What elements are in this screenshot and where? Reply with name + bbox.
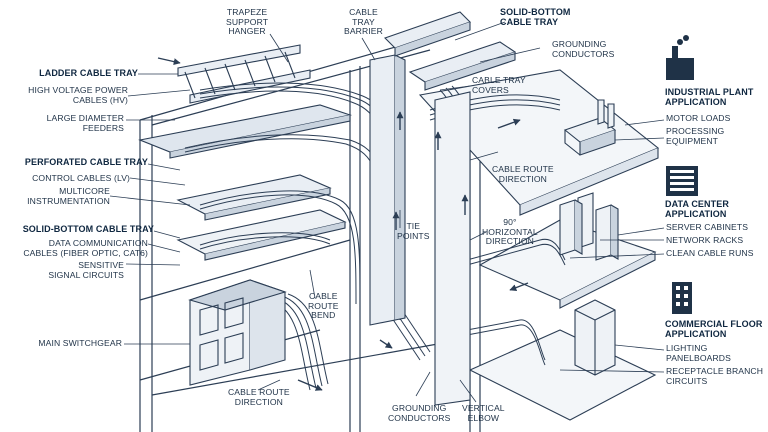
cable-tray-covers — [383, 11, 517, 91]
label-ladder-cable-tray: LADDER CABLE TRAY — [39, 68, 138, 78]
label-solid-bottom-left: SOLID-BOTTOM CABLE TRAY — [22, 224, 154, 234]
label-network-racks: NETWORK RACKS — [666, 235, 744, 245]
server-cabinets-drawing — [559, 192, 619, 261]
server-rack-icon — [666, 166, 698, 196]
main-switchgear-cabinets — [188, 279, 287, 386]
vertical-riser — [369, 54, 471, 406]
direction-arrows — [157, 57, 529, 391]
processing-equipment-drawing — [563, 99, 617, 156]
label-motor-loads: MOTOR LOADS — [666, 113, 731, 123]
label-perforated-tray: PERFORATED CABLE TRAY — [24, 157, 148, 167]
office-building-drawing — [574, 299, 616, 376]
factory-icon — [666, 35, 694, 80]
commercial-floor — [468, 329, 657, 421]
leader-lines — [109, 21, 665, 403]
label-clean-cable-runs: CLEAN CABLE RUNS — [666, 248, 754, 258]
label-main-switchgear: MAIN SWITCHGEAR — [38, 338, 122, 348]
perforated-tray — [138, 104, 353, 159]
office-building-icon — [672, 282, 692, 314]
ladder-tray — [177, 44, 311, 104]
label-server-cabinets: SERVER CABINETS — [666, 222, 749, 232]
label-control-cables: CONTROL CABLES (LV) — [32, 173, 130, 183]
solid-bottom-tray-left — [176, 209, 347, 261]
